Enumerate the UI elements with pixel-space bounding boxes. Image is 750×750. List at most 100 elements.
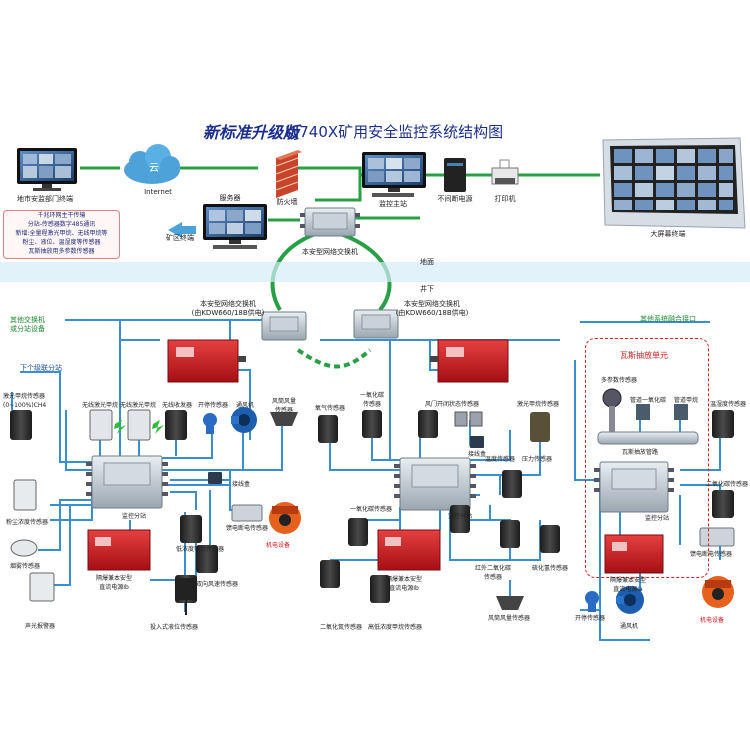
- wireless-signal-icons: [114, 420, 164, 434]
- switch-sensor-left-label: 开停传感器: [197, 402, 229, 409]
- underground-switch-left: [261, 311, 307, 341]
- power-supply-top-right: [430, 339, 509, 383]
- legend-note: 千兆环网主干传输 分站-传感器数字485通讯 新增:全量程激光甲烷、无线甲烷等 …: [3, 210, 120, 259]
- switch-state-sensor-icons: [203, 413, 599, 612]
- power-supply-left-label: 隔爆兼本安型 直流电源Ib: [96, 575, 133, 591]
- fan-left-label: 通风机: [235, 402, 255, 409]
- station-middle: [394, 457, 476, 511]
- level-sensor-label: 投入式液位传感器: [150, 624, 199, 631]
- fan-icon-right: [616, 586, 644, 614]
- ups-label: 不间断电源: [437, 195, 473, 203]
- power-supply-right: [604, 534, 664, 574]
- gas-drainage-pipe: [597, 388, 699, 445]
- firewall-icon: [275, 150, 302, 198]
- underground-label: 井下: [420, 285, 434, 293]
- temperature-label: 温度传感器: [485, 456, 516, 463]
- server-monitor: [203, 204, 267, 249]
- co-label: 一氧化碳 传感器: [359, 392, 385, 408]
- damper-sensor-icon: [454, 411, 483, 427]
- equipment-left: [269, 502, 301, 534]
- high-low-methane-label: 高低浓度甲烷传感器: [368, 624, 423, 631]
- printer-label: 打印机: [494, 195, 516, 203]
- power-supply-top-left: [167, 339, 246, 383]
- wind-window-sensor-icons: [270, 412, 524, 610]
- gas-drainage-unit-border: [585, 338, 709, 578]
- equipment-left-label: 机电设备: [266, 542, 291, 549]
- h2s-label: 硫化氢传感器: [532, 565, 569, 572]
- station-left: [86, 455, 168, 509]
- note-line: 新增:全量程激光甲烷、无线甲烷等: [15, 230, 108, 237]
- multi-param-label: 多参数传感器: [601, 377, 638, 384]
- pipe-label: 瓦斯抽放管路: [622, 449, 659, 456]
- underground-switch-left-sub: (由KDW660/18B供电): [191, 309, 265, 317]
- firewall-label: 防火墙: [276, 198, 298, 206]
- title-prefix: 新标准升级版: [203, 123, 300, 142]
- power-supply-left: [87, 529, 151, 571]
- server-label: 服务器: [219, 194, 241, 202]
- power-supply-middle: [377, 529, 441, 571]
- internet-label: Internet: [144, 188, 172, 196]
- laser-methane-mid-label: 激光甲烷传感器: [516, 401, 560, 408]
- damper-label: 风门开闭状态传感器: [424, 401, 480, 408]
- surface-network-switch: [300, 207, 360, 237]
- mine-terminal-label: 矿区终端: [166, 234, 194, 242]
- wireless-laser-2-label: 无线激光甲烷: [119, 402, 157, 409]
- junction-mid-label: 接线盒: [468, 451, 487, 458]
- smoke-sensor-label: 烟雾传感器: [10, 563, 41, 570]
- temp-humidity-label: 温湿度传感器: [710, 401, 747, 408]
- page-title: KJ740X矿用安全监控系统结构图: [285, 123, 504, 141]
- equipment-right-label: 机电设备: [700, 617, 725, 624]
- printer-icon: [491, 159, 519, 185]
- pipe-methane-label: 管道甲烷: [674, 397, 699, 404]
- note-line: 分站-传感器数字485通讯: [27, 221, 96, 228]
- note-line: 瓦斯抽放用多参数传感器: [28, 248, 95, 255]
- power-off-left-label: 馈电断电传感器: [226, 525, 269, 532]
- internet-cloud-icon: [124, 144, 180, 184]
- co2-right-label: 二氧化碳传感器: [706, 481, 749, 488]
- power-supply-mid-label: 隔爆兼本安型 直流电源Ib: [386, 576, 423, 592]
- wind-window-left-label: 风筒风量 传感器: [271, 398, 297, 414]
- monitor-host-computer: [362, 152, 426, 197]
- video-wall: [602, 137, 746, 229]
- ups-tower-icon: [444, 158, 466, 192]
- alarm-label: 声光报警器: [25, 623, 56, 630]
- power-off-right-label: 馈电断电传感器: [690, 551, 733, 558]
- underground-switch-left-label: 本安型网络交换机: [200, 300, 256, 308]
- junction-left-label: 接线盒: [232, 481, 251, 488]
- no2-label: 二氧化氮传感器: [320, 624, 363, 631]
- laser-methane-left-label: 激光甲烷传感器 (0~100%)CH4: [3, 393, 47, 409]
- other-switch-label: 其他交换机 或分站设备: [10, 316, 45, 333]
- note-line: 千兆环网主干传输: [37, 212, 86, 219]
- surface-switch-label: 本安型网络交换机: [302, 248, 358, 256]
- cascade-label: 下个级联分站: [20, 364, 62, 372]
- station-left-label: 监控分站: [122, 513, 147, 520]
- bidir-wind-label: 双向风速传感器: [196, 581, 239, 588]
- city-terminal-label: 地市安监部门终端: [17, 195, 73, 203]
- junction-box-icons: [208, 436, 484, 484]
- wireless-receiver-label: 无线收发器: [161, 402, 193, 409]
- level-sensor-icon: [176, 578, 196, 615]
- station-right: [594, 461, 674, 513]
- oxygen-label: 氧气传感器: [314, 405, 346, 412]
- big-screen-label: 大屏幕终端: [650, 230, 686, 238]
- ground-band: [0, 262, 750, 282]
- switch-sensor-right-label: 开停传感器: [575, 615, 606, 622]
- pipe-co-label: 管道一氧化碳: [630, 397, 667, 404]
- underground-switch-right-sub: (由KDW660/18B供电): [395, 309, 469, 317]
- station-right-label: 监控分站: [645, 515, 670, 522]
- cloud-glyph: 云: [149, 163, 159, 174]
- ground-label: 地面: [420, 258, 434, 266]
- monitor-host-label: 监控主站: [379, 200, 407, 208]
- other-system-label: 其他系统融合接口: [640, 315, 696, 323]
- underground-switch-right: [353, 309, 399, 339]
- sensor-icons: [10, 409, 734, 603]
- power-supply-right-label: 隔爆兼本安型 直流电源Ia: [610, 577, 647, 593]
- underground-switch-right-label: 本安型网络交换机: [404, 300, 460, 308]
- pressure-label: 压力传感器: [522, 456, 553, 463]
- co-2-label: 一氧化碳传感器: [350, 506, 393, 513]
- station-mid-label: 监控分站: [448, 513, 473, 520]
- city-terminal-monitor: [17, 148, 77, 191]
- wind-window-mid-label: 风筒风量传感器: [488, 615, 531, 622]
- low-methane-label: 低浓度甲烷传感器: [176, 546, 225, 553]
